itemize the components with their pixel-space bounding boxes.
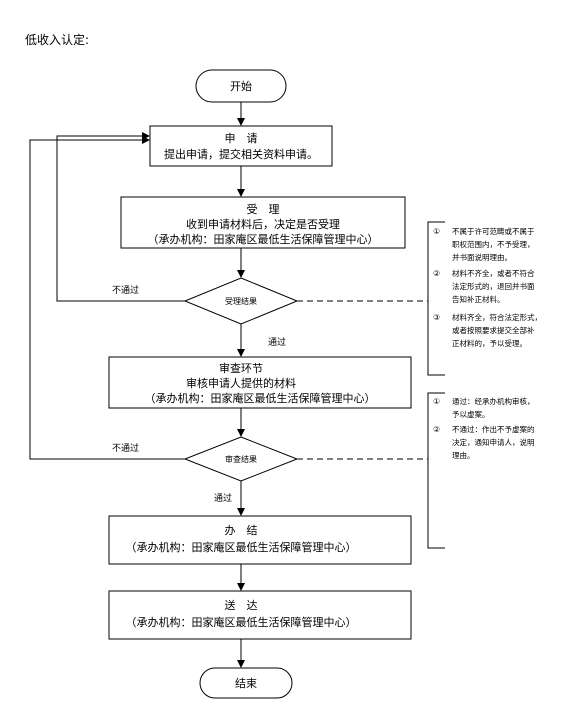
start-label: 开始 bbox=[230, 79, 252, 93]
review-note-2-line-3: 理由。 bbox=[452, 450, 475, 460]
accept-note-3-num: ③ bbox=[433, 313, 440, 322]
accept-agency: （承办机构：田家庵区最低生活保障管理中心） bbox=[148, 232, 379, 246]
decision1-fail-label: 不通过 bbox=[112, 284, 139, 296]
decision2-pass-label: 通过 bbox=[214, 492, 232, 504]
accept-note-2-line-1: 材料不齐全，或者不符合 bbox=[452, 268, 535, 278]
deliver-node: 送 达 （承办机构：田家庵区最低生活保障管理中心） bbox=[108, 590, 412, 640]
decision2-fail-label: 不通过 bbox=[112, 442, 139, 454]
decision1-node: 受理结果 bbox=[183, 277, 299, 325]
review-note-1-num: ① bbox=[433, 397, 440, 406]
accept-notes: ① 不属于许可范畴或不属于 职权范围内，不予受理， 并书面说明理由。 ② 材料不… bbox=[433, 226, 542, 348]
review-note-1-line-2: 予以虚案。 bbox=[452, 409, 490, 419]
review-note-2-num: ② bbox=[433, 425, 440, 434]
accept-note-1-line-3: 并书面说明理由。 bbox=[452, 252, 512, 262]
accept-title: 受 理 bbox=[247, 203, 280, 216]
accept-note-3-line-3: 正材料的，予以受理。 bbox=[452, 338, 527, 348]
accept-note-1-line-1: 不属于许可范畴或不属于 bbox=[452, 226, 535, 236]
accept-note-2-num: ② bbox=[433, 269, 440, 278]
review-agency: （承办机构：田家庵区最低生活保障管理中心） bbox=[145, 391, 376, 405]
edge-decision1-fail bbox=[56, 132, 185, 302]
conclude-agency: （承办机构：田家庵区最低生活保障管理中心） bbox=[126, 540, 357, 554]
deliver-title: 送 达 bbox=[225, 598, 258, 612]
end-node: 结束 bbox=[199, 667, 293, 699]
page-title: 低收入认定: bbox=[25, 33, 90, 47]
accept-node: 受 理 收到申请材料后，决定是否受理 （承办机构：田家庵区最低生活保障管理中心） bbox=[120, 196, 406, 249]
review-desc: 审核申请人提供的材料 bbox=[186, 376, 296, 390]
review-note-2-line-1: 不通过：作出不予虚案的 bbox=[452, 424, 535, 434]
review-note-bracket bbox=[427, 392, 445, 549]
accept-desc: 收到申请材料后，决定是否受理 bbox=[186, 217, 340, 231]
accept-note-3-line-2: 或者按照要求提交全部补 bbox=[452, 325, 535, 335]
start-node: 开始 bbox=[195, 69, 287, 103]
accept-note-2-line-3: 告知补正材料。 bbox=[452, 294, 505, 304]
accept-note-bracket bbox=[427, 221, 445, 376]
decision2-label: 审查结果 bbox=[225, 454, 257, 464]
review-node: 审查环节 审核申请人提供的材料 （承办机构：田家庵区最低生活保障管理中心） bbox=[108, 356, 412, 409]
end-label: 结束 bbox=[235, 677, 257, 690]
review-notes: ① 通过：经承办机构审核， 予以虚案。 ② 不通过：作出不予虚案的 决定，通知申… bbox=[433, 396, 535, 460]
accept-note-2-line-2: 法定形式的，退回并书面 bbox=[452, 281, 535, 291]
review-title: 审查环节 bbox=[219, 361, 263, 375]
decision1-label: 受理结果 bbox=[225, 296, 257, 306]
conclude-node: 办 结 （承办机构：田家庵区最低生活保障管理中心） bbox=[108, 515, 412, 565]
decision1-pass-label: 通过 bbox=[268, 336, 286, 348]
review-note-2-line-2: 决定，通知申请人，说明 bbox=[452, 437, 535, 447]
apply-node: 申 请 提出申请，提交相关资料申请。 bbox=[149, 125, 333, 167]
apply-desc: 提出申请，提交相关资料申请。 bbox=[164, 147, 318, 161]
accept-note-1-line-2: 职权范围内，不予受理， bbox=[452, 239, 535, 249]
decision2-node: 审查结果 bbox=[183, 436, 299, 482]
edge-decision2-fail bbox=[29, 136, 185, 460]
review-note-1-line-1: 通过：经承办机构审核， bbox=[452, 396, 535, 406]
accept-note-3-line-1: 材料齐全，符合法定形式， bbox=[452, 312, 542, 322]
conclude-title: 办 结 bbox=[225, 524, 258, 537]
accept-note-1-num: ① bbox=[433, 227, 440, 236]
deliver-agency: （承办机构：田家庵区最低生活保障管理中心） bbox=[126, 615, 357, 629]
apply-title: 申 请 bbox=[225, 132, 258, 145]
